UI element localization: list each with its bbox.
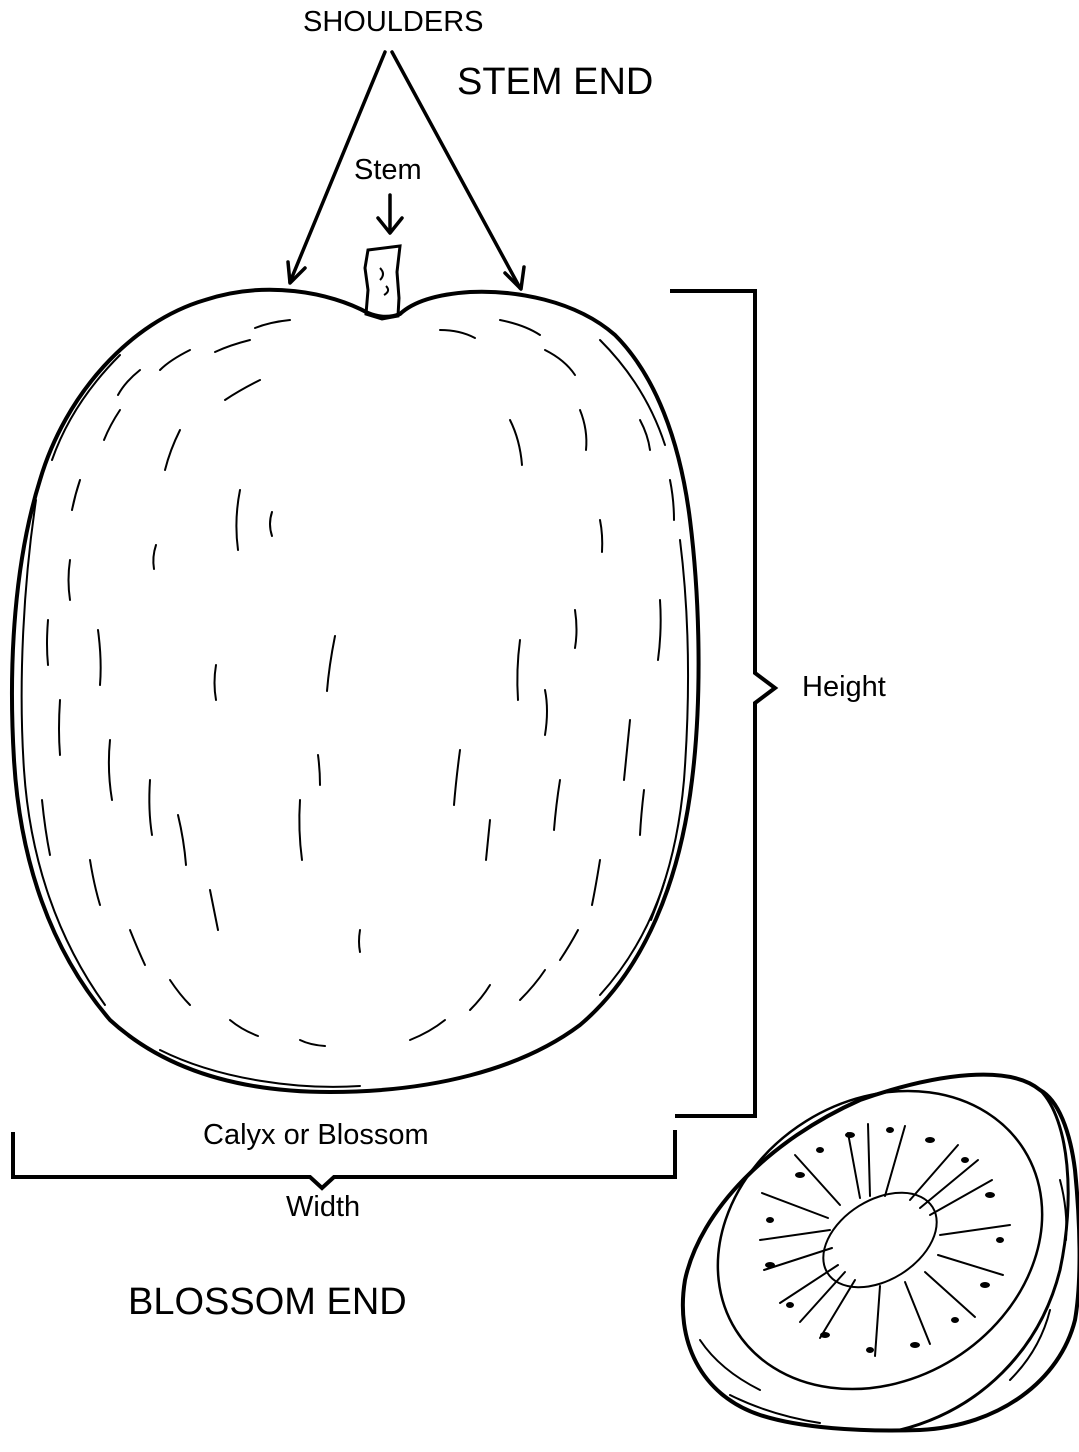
blossom-end-label: BLOSSOM END bbox=[128, 1283, 407, 1321]
fruit-texture bbox=[42, 320, 674, 1046]
fruit-body bbox=[12, 290, 699, 1092]
stem-label: Stem bbox=[354, 156, 422, 185]
stem bbox=[365, 246, 400, 319]
kiwi-half-cross-section bbox=[662, 1031, 1079, 1449]
shoulders-label: SHOULDERS bbox=[303, 8, 484, 37]
stem-arrow bbox=[378, 195, 402, 233]
width-label: Width bbox=[286, 1193, 360, 1222]
height-label: Height bbox=[802, 673, 886, 702]
height-bracket bbox=[670, 291, 775, 1116]
calyx-label: Calyx or Blossom bbox=[203, 1121, 429, 1150]
stem-end-label: STEM END bbox=[457, 63, 653, 101]
